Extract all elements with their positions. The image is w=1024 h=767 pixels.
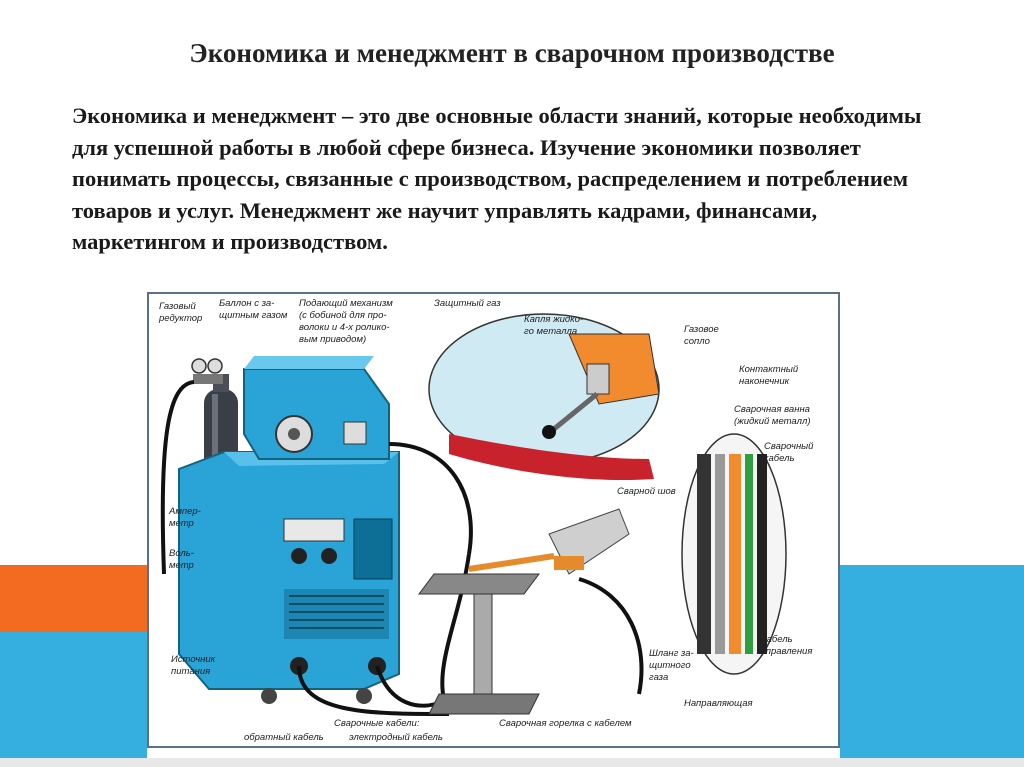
label-feed-3: волоки и 4-х ролико- [299, 322, 390, 333]
feed-mechanism-icon [243, 356, 390, 460]
label-contact-tip-1: Контактный [739, 364, 799, 375]
label-weld-seam: Сварной шов [617, 486, 676, 497]
label-metal-drop-1: Капля жидко- [524, 314, 583, 325]
label-torch: Сварочная горелка с кабелем [499, 718, 632, 729]
welding-diagram: Газовый редуктор Баллон с за- щитным газ… [147, 292, 840, 748]
label-gas-nozzle-1: Газовое [684, 324, 719, 335]
torch-and-table-icon [418, 508, 630, 715]
label-weld-cable-1: Сварочный [764, 441, 814, 452]
label-voltmeter-1: Воль- [169, 548, 194, 559]
label-ammeter-2: метр [169, 518, 194, 529]
label-voltmeter-2: метр [169, 560, 194, 571]
label-contact-tip-2: наконечник [739, 376, 790, 387]
blue-band-right [840, 565, 1024, 767]
label-feed-2: (с бобиной для про- [299, 310, 387, 321]
label-power-source-2: питания [171, 666, 210, 677]
label-feed-4: вым приводом) [299, 334, 366, 345]
label-guide: Направляющая [684, 698, 753, 709]
label-gas-nozzle-2: сопло [684, 336, 710, 347]
label-control-cable-2: управления [760, 646, 812, 657]
label-shield-gas: Защитный газ [434, 298, 501, 309]
label-gas-hose-1: Шланг за- [649, 648, 694, 659]
label-weld-cable-2: кабель [764, 453, 794, 464]
slide-body-text: Экономика и менеджмент – это две основны… [72, 103, 922, 254]
label-gas-reducer-1: Газовый [159, 301, 196, 312]
bottom-strip [0, 758, 1024, 767]
weld-zoom-icon [428, 313, 660, 480]
label-gas-cylinder-2: щитным газом [219, 310, 288, 321]
label-gas-hose-2: щитного [649, 660, 691, 671]
label-gas-hose-3: газа [649, 672, 668, 683]
label-weld-pool-1: Сварочная ванна [734, 404, 810, 415]
label-gas-cylinder-1: Баллон с за- [219, 298, 274, 309]
label-feed-1: Подающий механизм [299, 298, 393, 309]
label-weld-cables: Сварочные кабели: [334, 718, 420, 729]
power-source-icon [178, 451, 400, 704]
label-electrode-cable: электродный кабель [349, 732, 443, 743]
blue-band-left [0, 632, 147, 767]
label-gas-reducer-2: редуктор [158, 313, 202, 324]
cable-section-icon [681, 433, 787, 675]
label-weld-pool-2: (жидкий металл) [734, 416, 810, 427]
label-metal-drop-2: го металла [524, 326, 577, 337]
label-return-cable: обратный кабель [244, 732, 324, 743]
diagram-labels: Газовый редуктор Баллон с за- щитным газ… [158, 298, 814, 743]
label-ammeter-1: Ампер- [168, 506, 201, 517]
label-power-source-1: Источник [171, 654, 216, 665]
slide-title: Экономика и менеджмент в сварочном произ… [189, 38, 835, 68]
label-control-cable-1: Кабель [761, 634, 793, 645]
welding-diagram-svg: Газовый редуктор Баллон с за- щитным газ… [158, 298, 814, 743]
gas-reducer-icon [160, 358, 223, 575]
